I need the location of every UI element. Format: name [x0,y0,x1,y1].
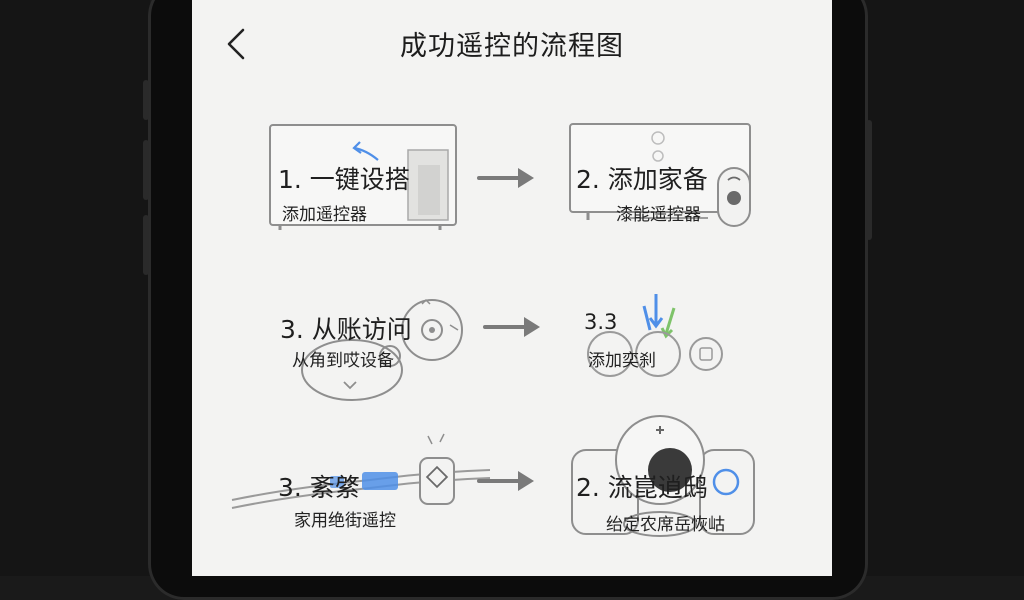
step-card-4[interactable]: 3.3 添加奕刹 [578,290,738,390]
phone-side-button [143,215,149,275]
arrow-right-icon [483,317,540,337]
background-left [0,0,150,576]
tv-set-icon [269,124,457,230]
phone-side-button [143,140,149,200]
step-card-2[interactable]: 2. 添加家备 漆能遥控器 [568,120,763,232]
step-title: 3. 紊綮 [278,473,360,502]
step-subtitle: 家用绝街遥控 [294,511,396,531]
remote-cable-icon [231,433,491,509]
step-title: 3.3 [584,310,618,334]
tv-with-remote-icon [569,123,751,227]
back-button[interactable] [216,24,256,64]
step-title: 2. 流崑逍鸱 [576,473,708,502]
step-card-5[interactable]: 3. 紊綮 家用绝街遥控 [230,430,500,531]
remote-dpad-icon [301,298,463,401]
step-subtitle: 从角到哎设备 [292,351,394,371]
step-card-3[interactable]: 3. 从账访问 从角到哎设备 [272,290,472,402]
chevron-left-icon [227,28,245,60]
signal-arrows-icon [587,294,723,377]
step-title: 1. 一键设搭 [278,165,410,194]
arrow-right-icon [477,471,534,491]
background-right [864,0,1024,576]
step-subtitle: 绐定农席岳恢岵 [606,515,725,535]
header: 成功遥控的流程图 [192,0,832,90]
page-title: 成功遥控的流程图 [400,31,624,62]
step-subtitle: 添加遥控器 [282,205,367,225]
step-card-6[interactable]: 2. 流崑逍鸱 绐定农席岳恢岵 [568,410,758,540]
arrow-right-icon [477,168,534,188]
gamepad-remote-icon [571,415,755,537]
phone-side-button [143,80,149,120]
phone-side-button [866,120,872,240]
step-title: 2. 添加家备 [576,165,708,194]
step-title: 3. 从账访问 [280,315,412,344]
step-subtitle: 添加奕刹 [588,351,656,371]
step-subtitle: 漆能遥控器 [616,205,701,225]
phone-screen: 成功遥控的流程图 1. 一键设搭 添加遥控器 [192,0,832,576]
step-card-1[interactable]: 1. 一键设搭 添加遥控器 [268,120,463,232]
